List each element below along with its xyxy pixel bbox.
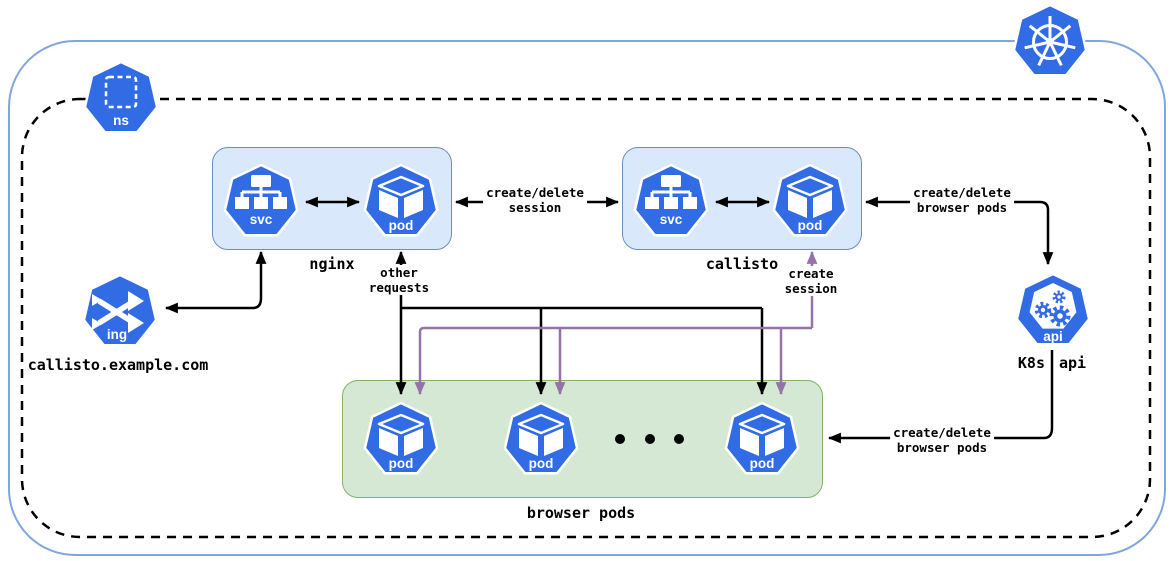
kubernetes-logo-icon: [1011, 2, 1089, 82]
k8s-api-icon-label: api: [1043, 329, 1063, 344]
svc-icon-label: svc: [250, 212, 273, 227]
ingress-icon: ing: [81, 272, 159, 352]
edge-label-line: requests: [368, 280, 430, 295]
pod-icon-label: pod: [389, 456, 414, 471]
callisto-pod-icon: pod: [771, 162, 849, 242]
edge-label-line: create/delete: [893, 425, 991, 440]
pod-icon-label: pod: [529, 456, 554, 471]
nginx-group-label: nginx: [309, 255, 355, 273]
ingress-icon-label: ing: [107, 327, 127, 342]
edge-callisto-to-k8s-api: [864, 196, 1054, 266]
edge-label-line: other: [380, 265, 418, 280]
ingress-host-label: callisto.example.com: [27, 356, 209, 374]
edge-label-create-session: create session: [781, 266, 841, 296]
edge-label-line: session: [508, 200, 562, 215]
edge-label-other-requests: other requests: [365, 265, 433, 295]
k8s-api-label-word: api: [1059, 354, 1087, 372]
pod-icon-label: pod: [389, 218, 414, 233]
edge-label-line: create/delete: [486, 185, 584, 200]
pod-icon-label: pod: [798, 218, 823, 233]
edge-k8s-api-to-browser-pods: [827, 350, 1054, 444]
ellipsis-dot: [645, 434, 655, 444]
svc-icon-label: svc: [660, 212, 683, 227]
edge-label-line: session: [784, 281, 838, 296]
edge-label-create-delete-browser-pods-right: create/delete browser pods: [910, 185, 1014, 215]
k8s-api-label: K8s api: [1018, 354, 1086, 372]
nginx-pod-icon: pod: [362, 162, 440, 242]
browser-pod-1-icon: pod: [362, 400, 440, 480]
namespace-icon-label: ns: [113, 113, 129, 128]
edge-label-create-delete-session: create/delete session: [483, 185, 587, 215]
browser-pod-2-icon: pod: [502, 400, 580, 480]
ellipsis-dots: [615, 434, 684, 444]
browser-pod-3-icon: pod: [723, 400, 801, 480]
k8s-api-label-word: K8s: [1017, 354, 1045, 372]
edge-ingress-to-nginx-svc: [164, 250, 267, 314]
ellipsis-dot: [615, 434, 625, 444]
k8s-api-icon: api: [1014, 271, 1092, 351]
edge-label-create-delete-browser-pods-bottom: create/delete browser pods: [890, 425, 994, 455]
edge-label-line: create: [788, 266, 834, 281]
nginx-svc-icon: svc: [222, 162, 300, 242]
edge-label-line: create/delete: [913, 185, 1011, 200]
namespace-dashed-border: [20, 97, 1152, 539]
cluster-border: [8, 40, 1166, 556]
namespace-icon: ns: [82, 59, 160, 139]
callisto-svc-icon: svc: [632, 162, 710, 242]
edge-label-line: browser pods: [916, 200, 1008, 215]
callisto-group-label: callisto: [705, 255, 779, 273]
ellipsis-dot: [674, 434, 684, 444]
edge-label-line: browser pods: [896, 440, 988, 455]
edge-create-session-pod1: [414, 326, 812, 396]
pod-icon-label: pod: [750, 456, 775, 471]
browser-pods-group-label: browser pods: [526, 504, 636, 522]
